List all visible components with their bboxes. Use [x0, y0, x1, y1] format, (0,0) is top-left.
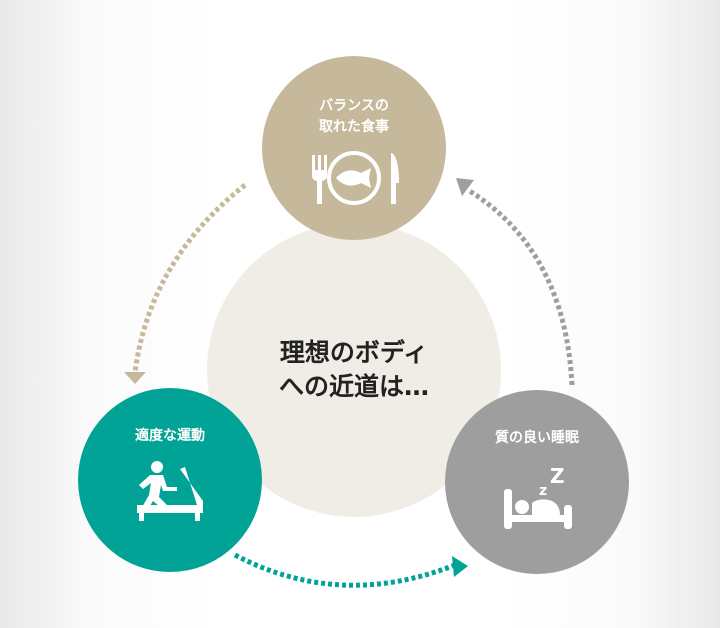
fork-plate-knife-icon — [312, 151, 399, 205]
node-quality-sleep: 質の良い睡眠 z Z — [445, 390, 629, 574]
arrowhead-up-left — [456, 178, 474, 196]
treadmill-icon — [137, 461, 203, 521]
center-title-line2: への近道は… — [278, 372, 429, 401]
arrowhead-down — [124, 372, 146, 384]
svg-text:z: z — [539, 483, 547, 499]
arrow-food-to-exercise — [132, 183, 247, 373]
label-line1: バランスの — [319, 98, 389, 114]
arrow-exercise-to-sleep — [233, 552, 456, 588]
node-label: 質の良い睡眠 — [495, 430, 579, 446]
center-title-line1: 理想のボディ — [279, 338, 429, 367]
node-label: バランスの 取れた食事 — [319, 96, 389, 138]
node-label: 適度な運動 — [135, 428, 205, 444]
arrowhead-right — [452, 556, 468, 577]
svg-text:Z: Z — [550, 464, 565, 488]
arrow-sleep-to-food — [466, 187, 575, 386]
node-moderate-exercise: 適度な運動 — [78, 388, 262, 572]
bed-sleep-icon: z Z — [504, 464, 572, 529]
label-line2: 取れた食事 — [319, 119, 389, 135]
node-balanced-diet: バランスの 取れた食事 — [262, 56, 446, 240]
